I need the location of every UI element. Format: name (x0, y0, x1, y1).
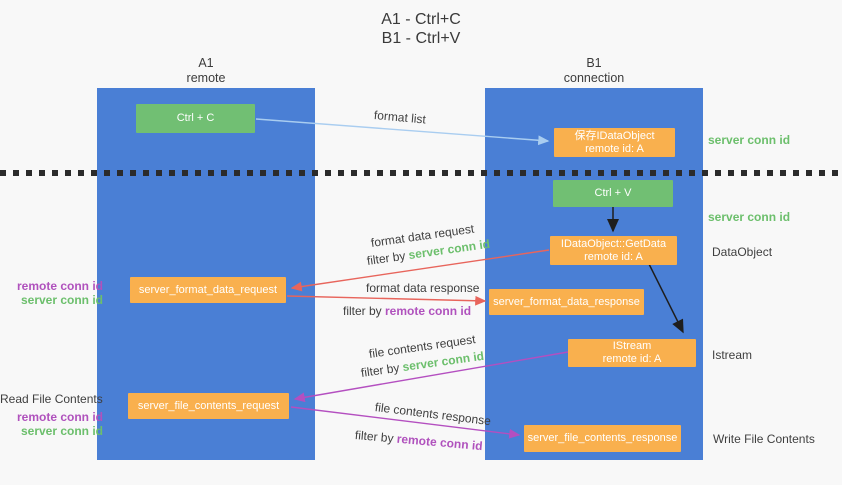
diagram-title: A1 - Ctrl+C B1 - Ctrl+V (0, 10, 842, 48)
label-format-data-response-filter: filter by remote conn id (343, 304, 471, 318)
node-save-idataobject-line2: remote id: A (585, 142, 644, 155)
node-server-format-data-response: server_format_data_response (489, 289, 644, 315)
column-b1-name: B1 (586, 56, 602, 70)
remote-conn-id-highlight: remote conn id (385, 304, 472, 318)
label-remote-conn-id-1: remote conn id (16, 279, 103, 293)
node-format-response-label: server_format_data_response (493, 295, 640, 308)
title-line-2: B1 - Ctrl+V (381, 30, 461, 47)
node-ctrl-c: Ctrl + C (136, 104, 255, 133)
node-file-request-label: server_file_contents_request (137, 399, 280, 412)
arrow-format-data-response (286, 295, 487, 306)
label-file-contents-response-filter: filter by remote conn id (354, 428, 483, 453)
label-group-format: remote conn id server conn id (0, 279, 103, 307)
filter-by-text: filter by (360, 360, 404, 380)
node-getdata-line2: remote id: A (584, 250, 643, 263)
node-ctrl-v: Ctrl + V (553, 180, 673, 207)
node-server-format-data-request: server_format_data_request (130, 277, 286, 303)
label-istream: Istream (712, 348, 753, 362)
node-getdata-line1: IDataObject::GetData (560, 237, 667, 250)
node-save-idataobject-line1: 保存IDataObject (574, 129, 655, 142)
label-write-file-contents: Write File Contents (713, 432, 815, 446)
node-ctrl-c-label: Ctrl + C (176, 112, 215, 124)
node-server-file-contents-request: server_file_contents_request (128, 393, 289, 419)
label-group-file: remote conn id server conn id (0, 410, 103, 438)
node-format-request-label: server_format_data_request (138, 283, 278, 296)
node-istream-line1: IStream (612, 340, 652, 352)
column-a1-name: A1 (198, 56, 214, 70)
node-file-response-label: server_file_contents_response (527, 432, 678, 444)
label-server-conn-id-mid: server conn id (708, 210, 791, 224)
node-server-file-contents-response: server_file_contents_response (524, 425, 681, 452)
node-save-idataobject: 保存IDataObject remote id: A (554, 128, 675, 157)
node-istream: IStream remote id: A (568, 339, 696, 367)
column-a1-subtitle: remote (186, 71, 226, 85)
column-b1-subtitle: connection (563, 71, 625, 85)
filter-by-text: filter by (354, 428, 398, 446)
filter-by-text: filter by (366, 248, 410, 268)
label-file-contents-response: file contents response (374, 400, 492, 429)
node-ctrl-v-label: Ctrl + V (594, 187, 632, 199)
label-dataobject: DataObject (712, 245, 773, 259)
label-server-conn-id-1: server conn id (20, 293, 103, 307)
column-header-b1: B1 connection (534, 56, 654, 86)
label-remote-conn-id-2: remote conn id (16, 410, 103, 424)
column-header-a1: A1 remote (146, 56, 266, 86)
label-server-conn-id-2: server conn id (20, 424, 103, 438)
node-idataobject-getdata: IDataObject::GetData remote id: A (550, 236, 677, 265)
remote-conn-id-highlight: remote conn id (396, 431, 484, 454)
label-format-list: format list (373, 108, 427, 127)
label-format-data-response: format data response (366, 281, 480, 295)
label-read-file-contents: Read File Contents (0, 392, 103, 406)
label-server-conn-id-top: server conn id (708, 133, 791, 147)
title-line-1: A1 - Ctrl+C (381, 11, 461, 28)
machine-boundary-dotted-line (0, 170, 842, 176)
filter-by-text: filter by (343, 304, 386, 318)
node-istream-line2: remote id: A (602, 353, 662, 365)
